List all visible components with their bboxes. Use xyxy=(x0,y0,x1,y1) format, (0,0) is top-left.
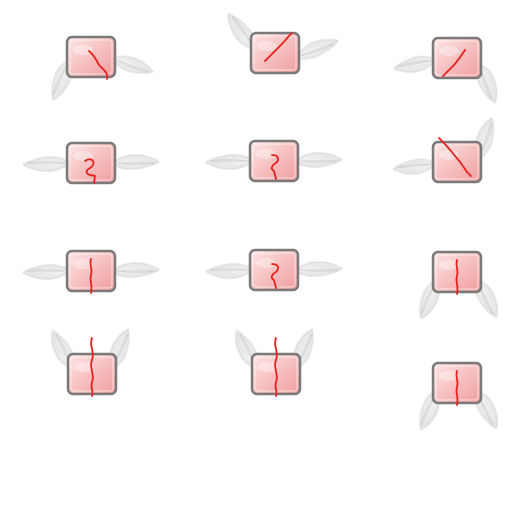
crack-line xyxy=(84,158,96,184)
sprite-frame-2 xyxy=(227,13,339,75)
sprite-frame-9 xyxy=(419,250,498,320)
wing-left xyxy=(22,156,70,172)
frame-box xyxy=(431,36,483,80)
sprite-frame-6 xyxy=(392,117,494,184)
wing-right xyxy=(296,39,339,60)
sprite-frame-4 xyxy=(22,141,160,185)
frame-box xyxy=(248,248,300,292)
wing-right xyxy=(112,154,160,170)
crack-line xyxy=(90,337,94,397)
sprite-frame-8 xyxy=(205,248,343,292)
sprite-frame-7 xyxy=(22,249,160,294)
frame-box xyxy=(249,31,301,75)
crack-line xyxy=(442,49,466,77)
wing-left xyxy=(205,154,253,170)
crack-line xyxy=(270,263,279,289)
wing-right xyxy=(295,261,343,277)
crack-line xyxy=(270,154,279,180)
sprite-frame-1 xyxy=(51,35,154,101)
sprite-frame-12 xyxy=(419,361,498,431)
wing-right xyxy=(112,56,154,74)
crack-line xyxy=(89,258,93,294)
frame-box xyxy=(65,35,117,79)
sprite-frame-5 xyxy=(205,139,343,183)
frame-box xyxy=(431,140,483,184)
crack-line xyxy=(455,370,459,406)
crack-line xyxy=(88,50,109,80)
crack-line xyxy=(438,137,472,177)
wing-left xyxy=(392,158,436,175)
wing-right xyxy=(295,152,343,168)
sprite-frame-3 xyxy=(393,36,497,104)
crack-line xyxy=(274,337,278,397)
sprite-frame-10 xyxy=(51,328,130,397)
wing-left xyxy=(205,263,253,279)
crack-line xyxy=(264,32,293,62)
wing-left xyxy=(227,13,256,50)
frame-box xyxy=(248,139,300,183)
wing-left xyxy=(22,264,70,280)
wing-right xyxy=(112,262,160,278)
sprite-frame-11 xyxy=(235,328,314,397)
frame-box xyxy=(65,141,117,185)
wing-left xyxy=(393,56,436,73)
crack-line xyxy=(455,259,459,295)
